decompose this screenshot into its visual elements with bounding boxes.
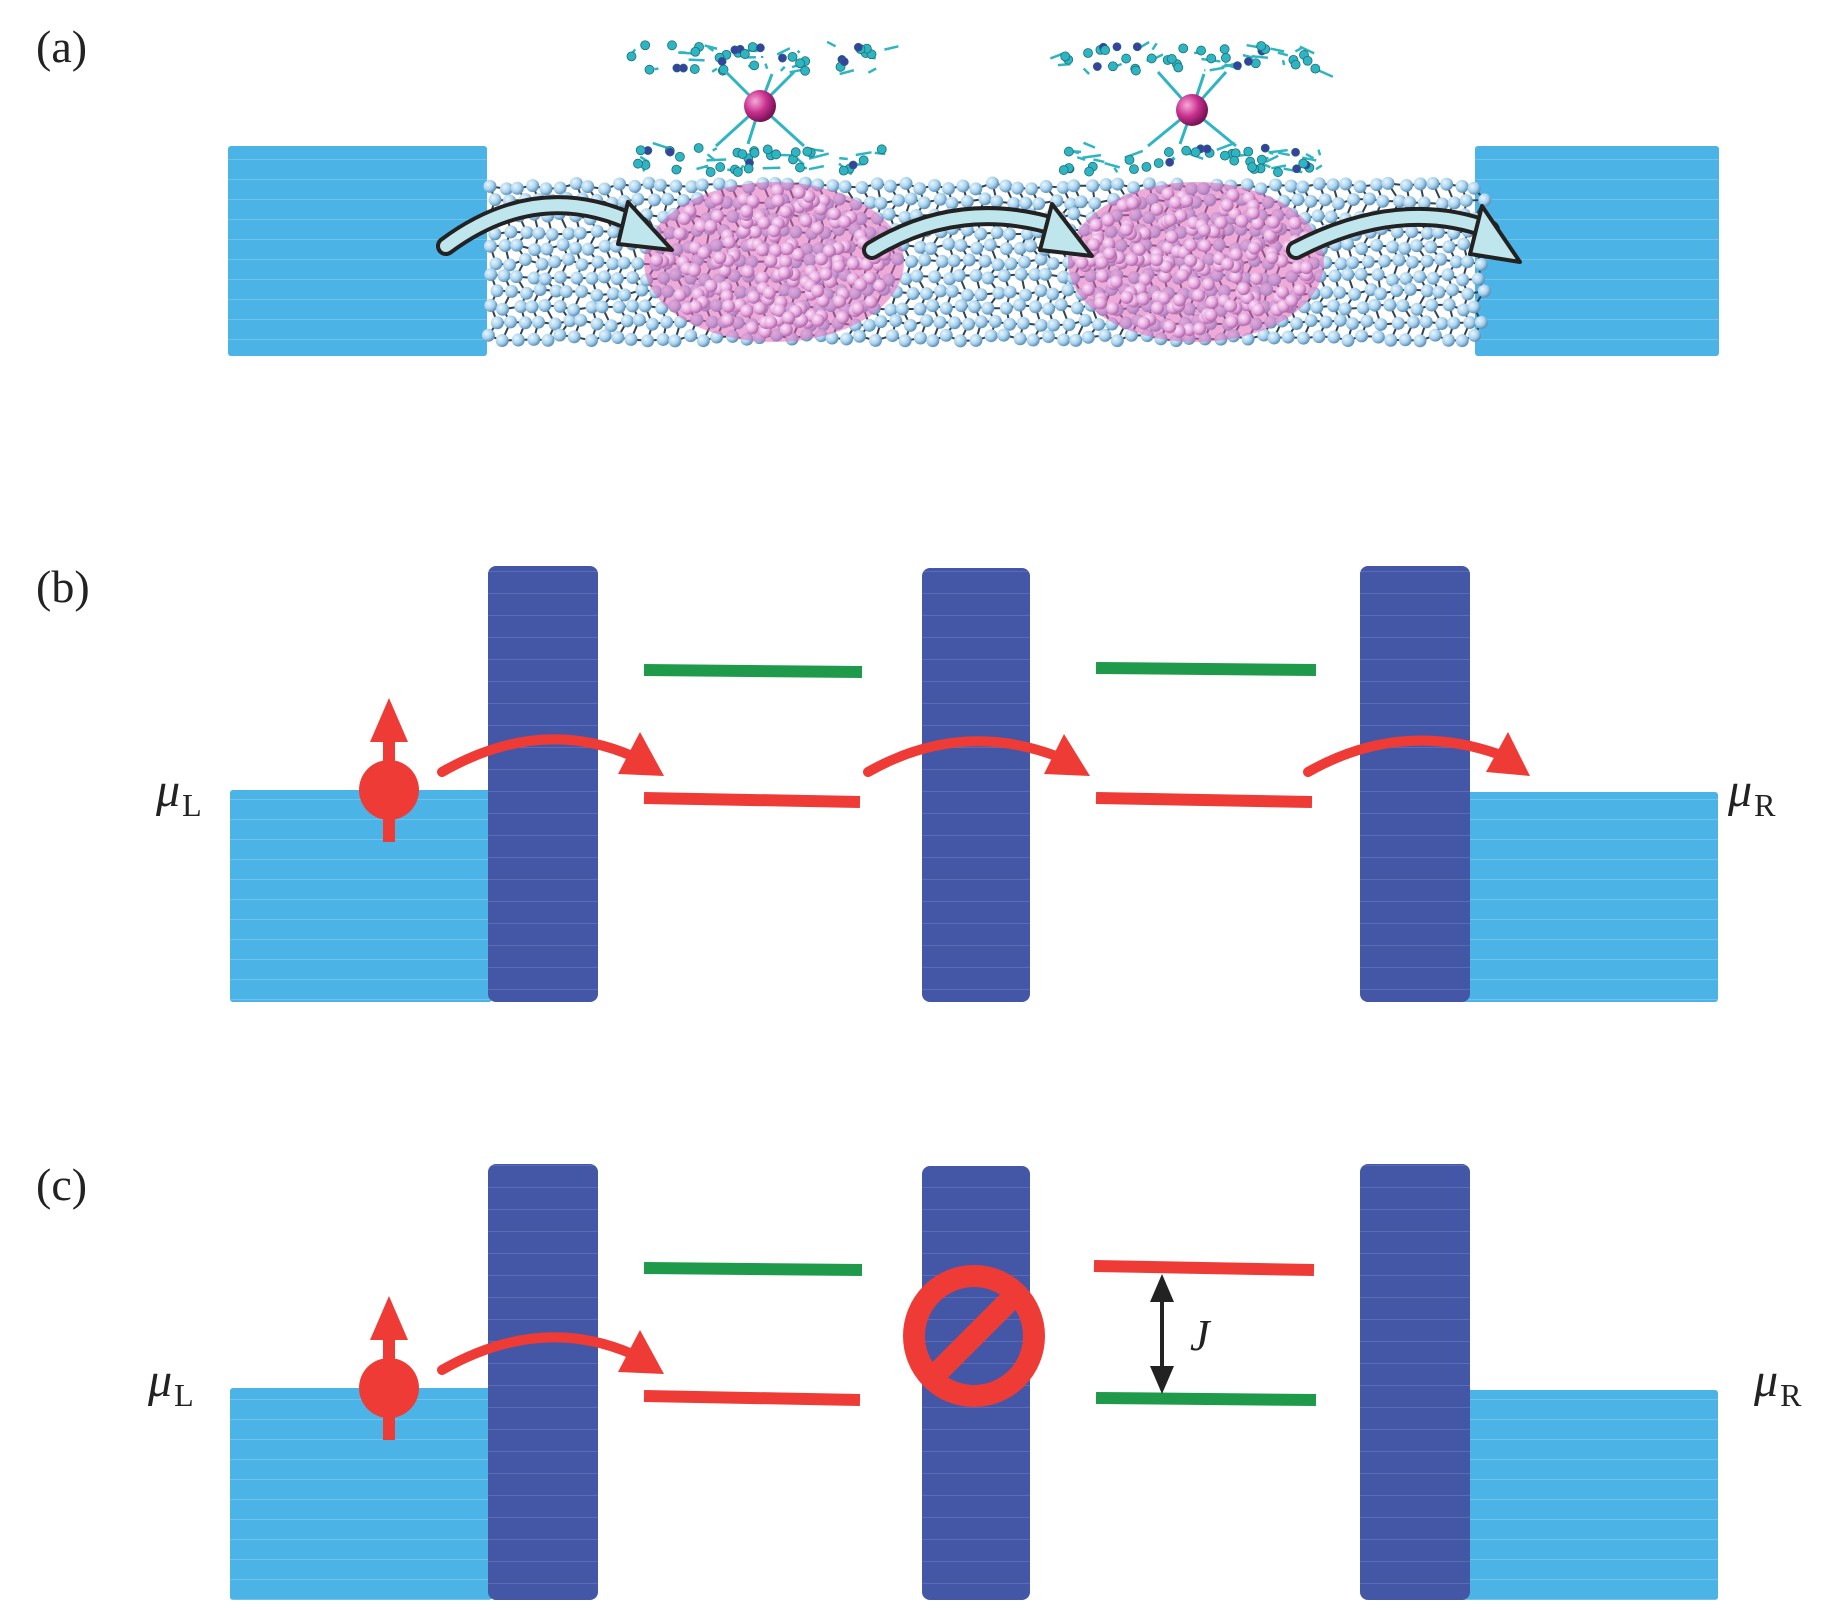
nanotube-atoms xyxy=(481,176,1492,348)
dot2-upper-level xyxy=(1093,1260,1315,1276)
panel-b-label: (b) xyxy=(36,561,90,612)
dot1-upper-level xyxy=(643,1262,863,1276)
right-lead-level xyxy=(1460,792,1718,1002)
electron-hop-arrowhead-1 xyxy=(618,732,664,776)
mu-right-label: μR xyxy=(1753,1354,1802,1413)
panel-c-label: (c) xyxy=(36,1159,87,1210)
exchange-j-label: J xyxy=(1190,1311,1212,1360)
electron-hop-arrowhead-2 xyxy=(1044,734,1090,776)
dot1-lower-level xyxy=(643,1390,861,1406)
spin-up-electron xyxy=(359,698,419,842)
carbon-nanotube xyxy=(481,176,1492,348)
spin-up-electron xyxy=(359,1296,419,1440)
tunnel-barrier-3 xyxy=(1360,566,1470,1002)
mu-left-label: μL xyxy=(147,1354,194,1413)
tunnel-barrier-1 xyxy=(488,566,598,1002)
electron-hop-arrowhead-3 xyxy=(1486,732,1530,776)
tunnel-barrier-3 xyxy=(1360,1164,1470,1600)
dot1-upper-level xyxy=(643,664,863,678)
tunneling-arrow-2 xyxy=(862,202,1094,260)
mu-right-label: μR xyxy=(1727,764,1776,823)
dot2-lower-level xyxy=(1095,1392,1317,1406)
dot2-lower-level xyxy=(1095,792,1313,808)
tunneling-arrow-3 xyxy=(1286,204,1522,264)
electron-hop-arrow-3 xyxy=(1303,735,1503,777)
tunnel-barrier-1 xyxy=(488,1164,598,1600)
panel-a-label: (a) xyxy=(36,21,87,72)
exchange-splitting-arrow xyxy=(1150,1274,1174,1394)
blockade-icon xyxy=(903,1265,1045,1407)
panel-a: (a) xyxy=(36,21,1719,356)
panel-c: (c) J μL μR xyxy=(36,1159,1802,1600)
left-lead-level xyxy=(230,790,492,1002)
electron-hop-arrow xyxy=(437,1332,637,1375)
right-lead xyxy=(1475,146,1719,356)
molecular-magnet-1 xyxy=(626,40,899,177)
electron-hop-arrowhead xyxy=(618,1330,664,1374)
electron-hop-arrow-1 xyxy=(437,734,637,777)
dot2-upper-level xyxy=(1095,662,1317,676)
dot1-lower-level xyxy=(643,792,861,808)
tunneling-arrow-1 xyxy=(436,195,674,256)
molecular-magnet-2 xyxy=(1049,41,1334,178)
panel-b: (b) μL μR xyxy=(36,561,1776,1002)
tunnel-barrier-2 xyxy=(922,568,1030,1002)
right-lead-level xyxy=(1460,1390,1718,1600)
left-lead-level xyxy=(230,1388,492,1600)
dot-atoms xyxy=(650,184,1316,339)
mu-left-label: μL xyxy=(155,764,202,823)
left-lead xyxy=(228,146,487,356)
electron-hop-arrow-2 xyxy=(863,736,1061,777)
